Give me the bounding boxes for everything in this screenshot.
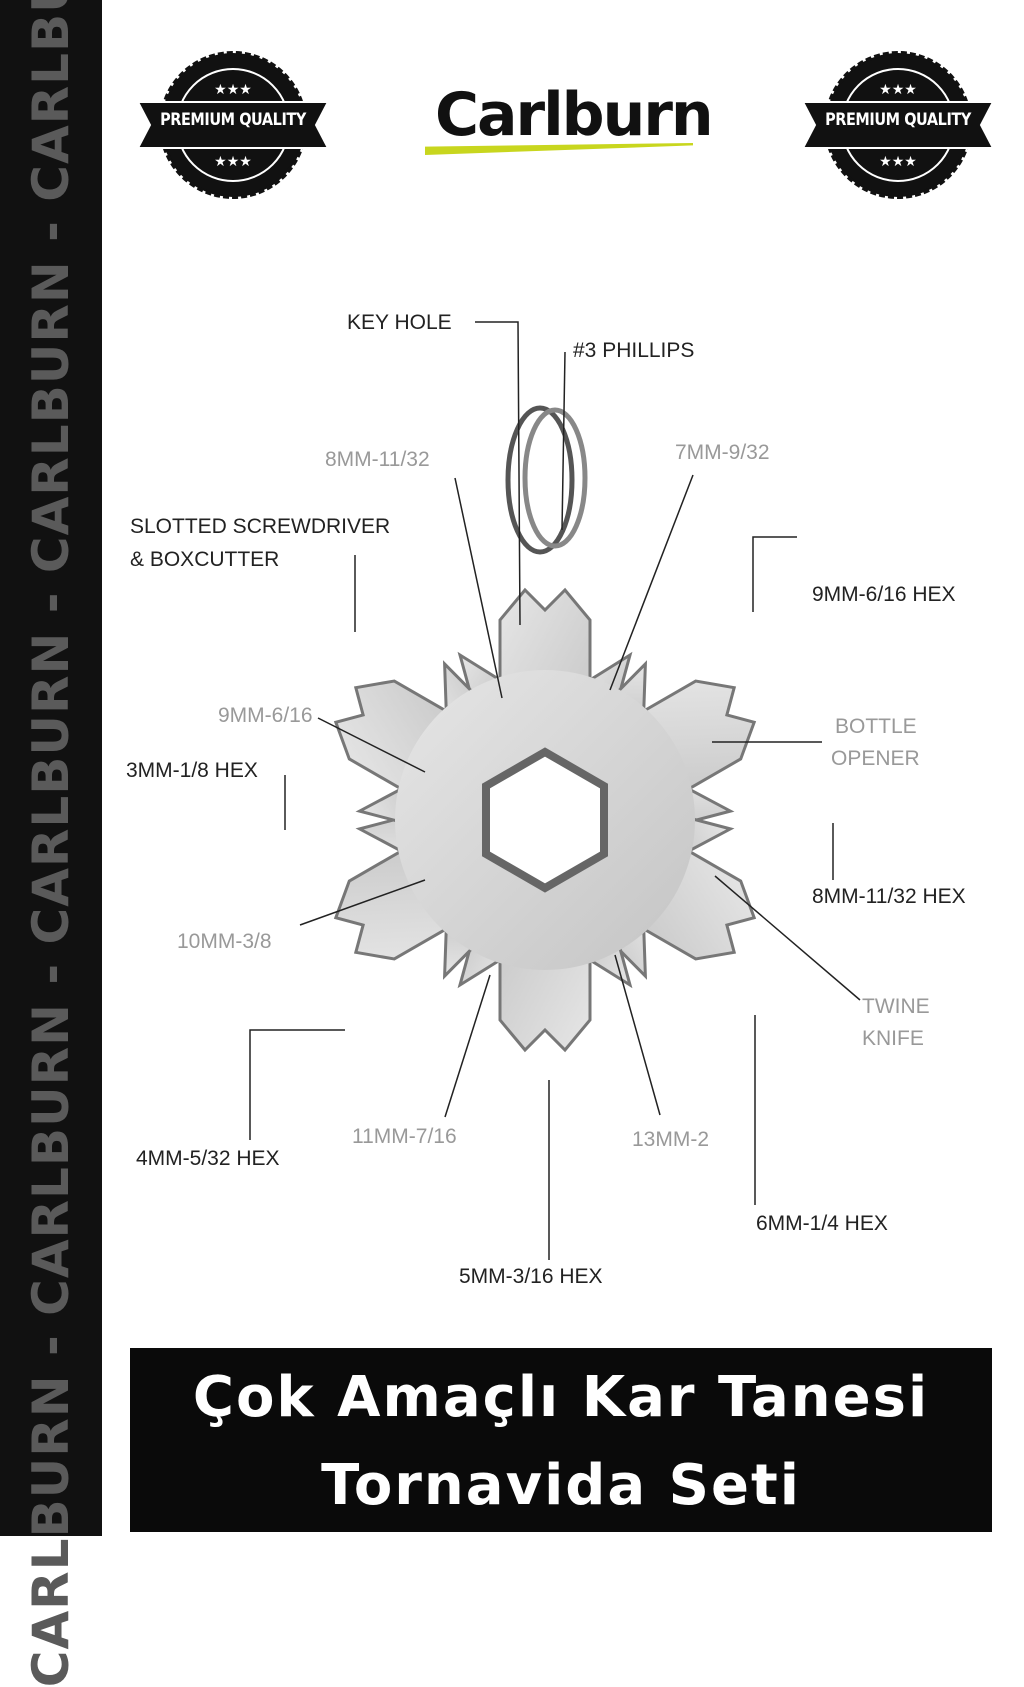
label-slotted: SLOTTED SCREWDRIVER — [130, 515, 391, 538]
product-title: Çok Amaçlı Kar Tanesi Tornavida Seti — [130, 1348, 992, 1532]
title-line-2: Tornavida Seti — [321, 1453, 801, 1518]
key-ring — [505, 405, 588, 555]
label-6mm-hex: 6MM-1/4 HEX — [756, 1212, 888, 1235]
label-boxcutter: & BOXCUTTER — [130, 548, 280, 571]
svg-text:★★★: ★★★ — [879, 153, 917, 169]
brand-logo: Carlburn — [435, 80, 714, 150]
label-4mm-hex: 4MM-5/32 HEX — [136, 1147, 280, 1170]
snowflake-tool-diagram — [249, 321, 861, 1260]
title-line-1: Çok Amaçlı Kar Tanesi — [192, 1365, 930, 1430]
label-phillips: #3 PHILLIPS — [573, 339, 695, 362]
label-knife: KNIFE — [862, 1027, 924, 1050]
svg-text:★★★: ★★★ — [879, 81, 917, 97]
label-11mm: 11MM-7/16 — [352, 1125, 457, 1148]
label-9mm-hex: 9MM-6/16 HEX — [812, 583, 956, 606]
leader-lines — [249, 321, 861, 1260]
label-3mm-hex: 3MM-1/8 HEX — [126, 759, 258, 782]
svg-text:★★★: ★★★ — [214, 81, 252, 97]
label-7mm: 7MM-9/32 — [675, 441, 770, 464]
label-8mm: 8MM-11/32 — [325, 448, 430, 471]
label-8mm-hex: 8MM-11/32 HEX — [812, 885, 966, 908]
label-13mm: 13MM-2 — [632, 1128, 710, 1151]
svg-text:★★★: ★★★ — [214, 153, 252, 169]
premium-quality-badge: ★★★ ★★★ PREMIUM QUALITY — [801, 50, 995, 200]
premium-quality-badge: ★★★ ★★★ PREMIUM QUALITY — [136, 50, 330, 200]
label-opener: OPENER — [831, 747, 920, 770]
label-key-hole: KEY HOLE — [347, 311, 452, 334]
label-5mm-hex: 5MM-3/16 HEX — [459, 1265, 603, 1288]
brand-sidebar: CARLBURN - CARLBURN - CARLBURN - CARLBUR… — [0, 0, 102, 1687]
label-twine: TWINE — [862, 995, 930, 1018]
label-10mm: 10MM-3/8 — [177, 930, 272, 953]
badge-label: PREMIUM QUALITY — [160, 110, 306, 130]
label-bottle: BOTTLE — [835, 715, 917, 738]
snowflake-tool — [301, 587, 789, 1052]
label-9mm: 9MM-6/16 — [218, 704, 313, 727]
badge-label: PREMIUM QUALITY — [825, 110, 971, 130]
